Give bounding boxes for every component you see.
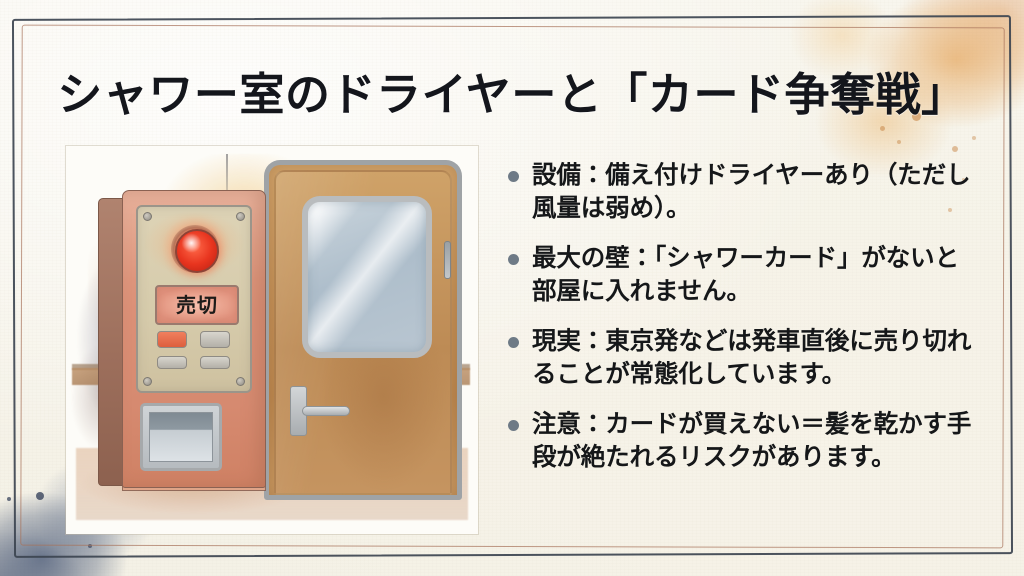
bullet-marker-icon [508,420,519,432]
screw-icon [236,212,245,221]
bullet-marker-icon [508,337,519,349]
vending-button-bottom-left [157,356,187,369]
watercolor-illustration: 売切 [66,146,478,534]
door-hinge [444,241,451,279]
sold-out-display-text: 売切 [176,293,218,317]
bullet-text-1: 備え付けドライヤーあり（ただし風量は弱め）。 [532,160,971,223]
bullet-item-3: 現実：東京発などは発車直後に売り切れることが常態化しています。 [506,324,978,390]
door-lever-handle [302,406,350,416]
red-indicator-lamp [175,229,219,273]
bullet-marker-icon [508,171,519,182]
sold-out-display: 売切 [155,285,239,325]
dispensing-slot [140,403,222,471]
bullet-text-2: 「シャワーカード」がないと部屋に入れません。 [532,243,959,306]
ceiling-seam-line [226,154,228,206]
vending-machine: 売切 [122,190,266,488]
door-window-glass [302,196,432,358]
ink-speck [7,497,11,501]
bullet-list: 設備：備え付けドライヤーあり（ただし風量は弱め）。 最大の壁：「シャワーカード」… [506,158,978,474]
bullet-text-3: 東京発などは発車直後に売り切れることが常態化しています。 [532,326,972,389]
screw-icon [143,377,152,386]
illustration-panel: 売切 [66,146,478,534]
bullet-marker-icon [508,254,519,266]
vending-button-top-right [200,331,230,348]
vending-button-top-left [157,331,187,348]
screw-icon [236,377,245,386]
dispensing-slot-recess [149,412,213,462]
door-panel [274,170,452,495]
bullet-lead-2: 最大の壁： [532,243,655,273]
bullet-lead-1: 設備： [532,160,606,189]
bullet-lead-3: 現実： [532,326,606,356]
bullet-item-2: 最大の壁：「シャワーカード」がないと部屋に入れません。 [506,241,978,307]
shower-room-door [264,160,462,500]
bullet-lead-4: 注意： [532,409,606,439]
bullet-text-4: カードが買えない＝髪を乾かす手段が絶たれるリスクがあります。 [532,409,972,472]
vending-machine-front-plate: 売切 [136,205,252,393]
vending-button-bottom-right [200,356,230,369]
bullet-item-1: 設備：備え付けドライヤーあり（ただし風量は弱め）。 [506,158,978,224]
bullet-item-4: 注意：カードが買えない＝髪を乾かす手段が絶たれるリスクがあります。 [506,407,978,473]
screw-icon [143,212,152,221]
slide-title: シャワー室のドライヤーと「カード争奪戦」 [57,68,967,121]
